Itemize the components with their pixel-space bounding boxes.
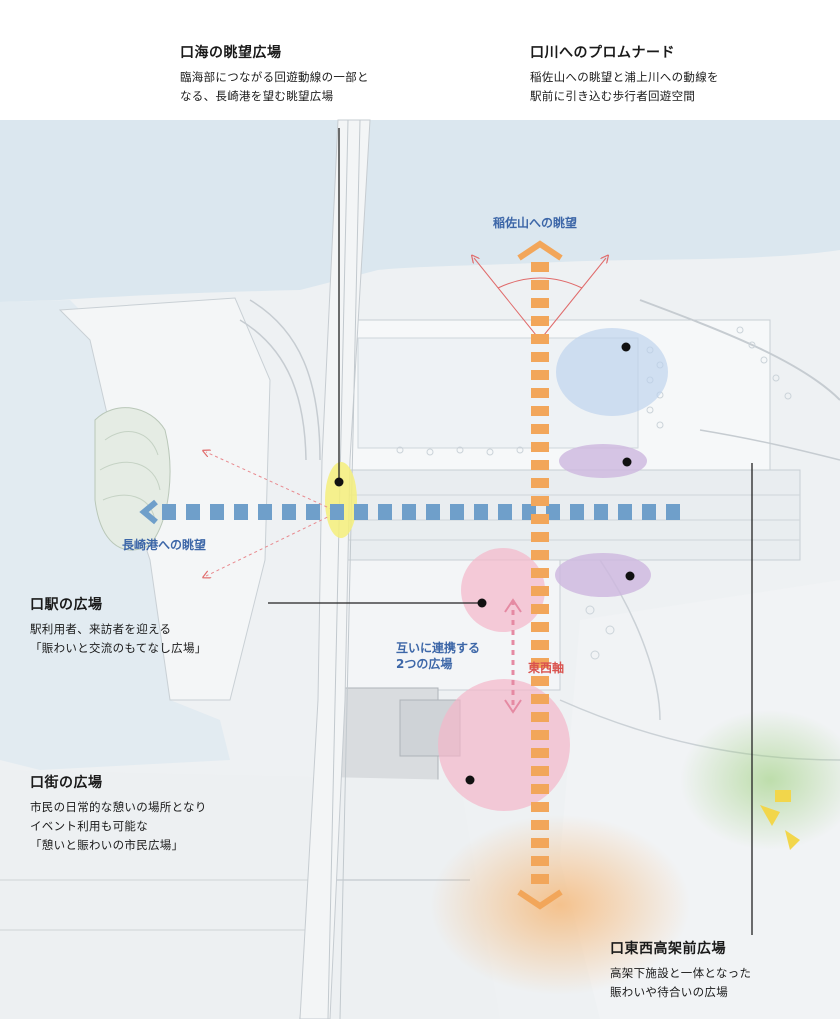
orange-axis — [517, 240, 563, 910]
green-hill — [94, 407, 171, 551]
green-park-glow — [680, 710, 840, 850]
label-linked-line: 2つの広場 — [396, 657, 453, 671]
zone-pink-town — [438, 679, 570, 811]
zone-purple-upper — [559, 444, 647, 478]
zone-pink-station — [461, 548, 545, 632]
inasa-view-fan — [474, 258, 606, 341]
callout-text: 「憩いと賑わいの市民広場」 — [30, 838, 184, 852]
callout-sea-plaza: 口海の眺望広場 臨海部につながる回遊動線の一部と なる、長崎港を望む眺望広場 — [180, 42, 369, 106]
sea-water — [0, 120, 840, 302]
south-city-grid — [0, 770, 500, 1019]
rail-corridor — [299, 119, 371, 1019]
label-linked-line: 互いに連携する — [396, 641, 481, 655]
callout-text: 駅利用者、来訪者を迎える — [30, 622, 172, 636]
port-view-fan — [206, 452, 339, 576]
callout-viaduct-plaza: 口東西高架前広場 高架下施設と一体となった 賑わいや待合いの広場 — [610, 938, 751, 1002]
label-linked-plazas: 互いに連携する 2つの広場 — [396, 640, 480, 672]
orange-plaza-glow — [430, 815, 690, 995]
label-east-west-axis: 東西軸 — [528, 661, 565, 675]
blue-axis — [139, 499, 680, 525]
callout-text: なる、長崎港を望む眺望広場 — [180, 89, 334, 103]
callout-text: 駅前に引き込む歩行者回遊空間 — [530, 89, 696, 103]
callout-title: 口川へのプロムナード — [530, 45, 675, 61]
zone-markers — [334, 342, 635, 785]
callout-text: 稲佐山への眺望と浦上川への動線を — [530, 70, 719, 84]
zone-blue-plaza — [556, 328, 668, 416]
label-nagasaki-view: 長崎港への眺望 — [122, 538, 207, 552]
callout-title: 口海の眺望広場 — [180, 45, 282, 61]
callout-text: イベント利用も可能な — [30, 819, 148, 833]
callout-text: 高架下施設と一体となった — [610, 966, 752, 980]
callout-town-plaza: 口街の広場 市民の日常的な憩いの場所となり イベント利用も可能な 「憩いと賑わい… — [30, 772, 207, 855]
platform-band — [329, 469, 801, 561]
callout-title: 口街の広場 — [30, 775, 103, 791]
callout-river-promenade: 口川へのプロムナード 稲佐山への眺望と浦上川への動線を 駅前に引き込む歩行者回遊… — [530, 42, 719, 106]
leader-lines — [268, 128, 753, 935]
callout-text: 賑わいや待合いの広場 — [610, 985, 728, 999]
zone-purple-lower — [555, 553, 651, 597]
callout-title: 口東西高架前広場 — [610, 941, 726, 957]
callout-text: 「賑わいと交流のもてなし広場」 — [30, 641, 207, 655]
callout-station-plaza: 口駅の広場 駅利用者、来訪者を迎える 「賑わいと交流のもてなし広場」 — [30, 594, 207, 658]
label-inasa-view: 稲佐山への眺望 — [493, 216, 578, 230]
callout-text: 市民の日常的な憩いの場所となり — [30, 800, 207, 814]
yellow-mark — [775, 790, 791, 802]
callout-text: 臨海部につながる回遊動線の一部と — [180, 70, 369, 84]
zone-yellow-sea-plaza — [325, 462, 357, 538]
callout-title: 口駅の広場 — [30, 597, 103, 613]
